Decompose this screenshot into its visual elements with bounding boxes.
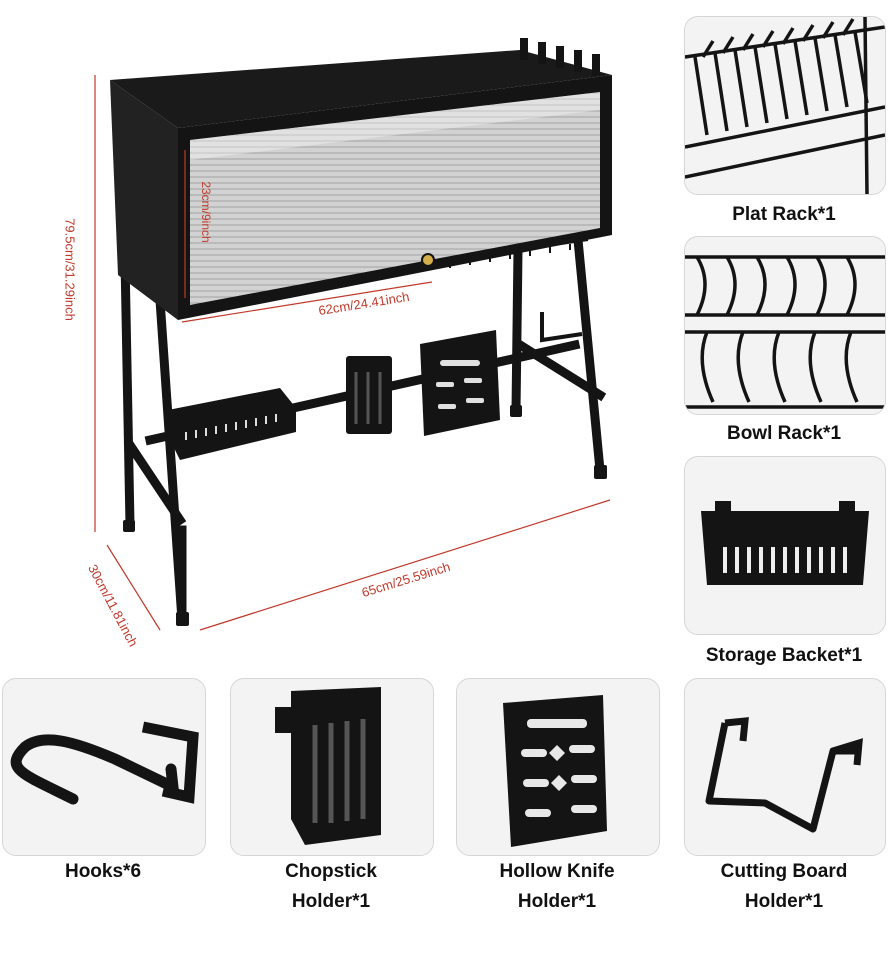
lock-icon [421, 253, 435, 267]
plate-rack-caption: Plat Rack*1 [732, 204, 836, 225]
bowl-rack-caption: Bowl Rack*1 [726, 423, 842, 444]
hooks-panel [2, 678, 206, 856]
knife-holder-mounted [420, 330, 500, 436]
knife-holder-caption: Hollow Knife Holder*1 [499, 861, 615, 912]
plate-rack-panel [684, 16, 886, 195]
rack-feet [123, 405, 607, 626]
plate-rack-icon [685, 17, 885, 194]
height-dimension: 79.5cm/31.29inch [62, 218, 78, 321]
chopstick-holder-icon [275, 687, 381, 845]
inner-height-dimension: 23cm/9inch [199, 181, 213, 243]
chopstick-holder-mounted [346, 356, 392, 434]
product-illustration [94, 38, 612, 631]
cabinet [110, 50, 612, 320]
cutting-board-holder-icon [705, 717, 863, 833]
dimension-lines [94, 75, 611, 631]
chopstick-holder-panel [230, 678, 434, 856]
cutting-board-holder-caption: Cutting Board Holder*1 [720, 861, 848, 912]
knife-holder-icon [503, 695, 607, 847]
bowl-rack-icon [685, 255, 885, 409]
storage-basket-icon [701, 501, 869, 585]
chopstick-holder-caption: Chopstick Holder*1 [285, 861, 377, 912]
cutting-board-holder-mounted [540, 312, 583, 343]
hook-icon [10, 721, 199, 805]
hook-bar [439, 239, 589, 268]
top-pegs [520, 38, 600, 76]
storage-basket-panel [684, 456, 886, 635]
storage-basket-caption: Storage Backet*1 [705, 645, 863, 666]
storage-basket-mounted [168, 388, 296, 460]
cutting-board-holder-panel [684, 678, 886, 856]
bowl-rack-panel [684, 236, 886, 415]
knife-holder-panel [456, 678, 660, 856]
hooks-caption: Hooks*6 [64, 861, 142, 882]
